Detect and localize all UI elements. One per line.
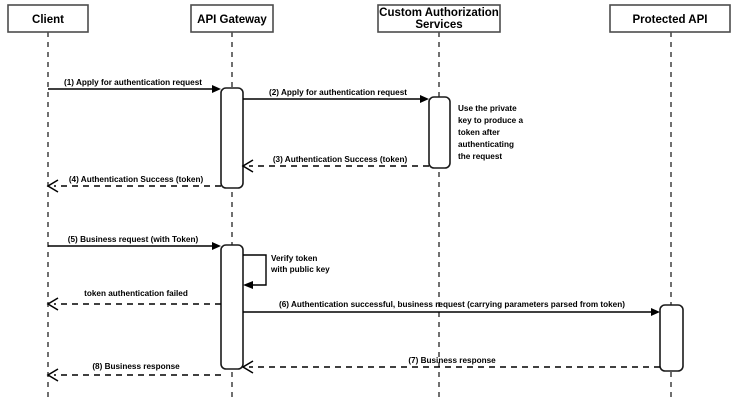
message-5-arrowhead — [212, 242, 221, 250]
actor-box-api-gateway[interactable] — [190, 4, 274, 33]
message-5[interactable]: (5) Business request (with Token) — [48, 235, 221, 250]
message-5-label: (5) Business request (with Token) — [68, 235, 199, 244]
message-6-arrowhead — [651, 308, 660, 316]
actor-header-protected-api[interactable]: Protected API — [609, 4, 731, 33]
message-7-arrowhead — [241, 360, 254, 374]
message-2-label: (2) Apply for authentication request — [269, 88, 407, 97]
actor-label-custom-authorization-services-line1: Custom Authorization — [379, 7, 499, 19]
actor-header-client[interactable]: Client — [7, 4, 89, 33]
self-message-verify-token[interactable]: Verify token with public key — [243, 254, 330, 289]
self-message-verify-token-line — [243, 254, 267, 286]
actor-header-api-gateway[interactable]: API Gateway — [190, 4, 274, 33]
note-private-key-line-4: authenticating — [458, 140, 514, 149]
note-private-key-line-3: token after — [458, 128, 501, 137]
self-message-verify-token-label-line1: Verify token — [271, 254, 317, 263]
actor-header-custom-authorization-services[interactable]: Custom Authorization Services — [377, 4, 501, 33]
activation-bar-api-gateway-business[interactable] — [220, 244, 244, 370]
message-3-arrowhead — [241, 159, 254, 173]
message-3-label: (3) Authentication Success (token) — [273, 155, 408, 164]
message-8[interactable]: (8) Business response — [46, 362, 221, 382]
message-3[interactable]: (3) Authentication Success (token) — [241, 155, 429, 173]
activation-bar-custom-authorization-services[interactable] — [428, 96, 451, 169]
message-7[interactable]: (7) Business response — [241, 356, 660, 374]
actor-label-client: Client — [32, 14, 64, 26]
self-message-verify-token-label-line2: with public key — [270, 265, 330, 274]
message-4[interactable]: (4) Authentication Success (token) — [46, 175, 221, 193]
message-8-arrowhead — [46, 368, 59, 382]
note-private-key-line-5: the request — [458, 152, 502, 161]
note-private-key-line-2: key to produce a — [458, 116, 524, 125]
activations-group — [220, 87, 684, 372]
message-6[interactable]: (6) Authentication successful, business … — [243, 300, 660, 316]
activation-bar-protected-api[interactable] — [659, 304, 684, 372]
message-1[interactable]: (1) Apply for authentication request — [48, 78, 221, 93]
self-message-verify-token-arrowhead — [243, 281, 253, 289]
message-4-arrowhead — [46, 179, 59, 193]
activation-bar-api-gateway-auth[interactable] — [220, 87, 244, 189]
message-token-authentication-failed[interactable]: token authentication failed — [46, 289, 221, 311]
actor-box-custom-authorization-services[interactable] — [377, 4, 501, 33]
message-1-arrowhead — [212, 85, 221, 93]
message-6-label: (6) Authentication successful, business … — [279, 300, 625, 309]
message-token-authentication-failed-label: token authentication failed — [84, 289, 188, 298]
actor-label-api-gateway: API Gateway — [197, 14, 267, 26]
message-1-label: (1) Apply for authentication request — [64, 78, 202, 87]
note-private-key-line-1: Use the private — [458, 104, 517, 113]
actor-label-protected-api: Protected API — [633, 14, 708, 26]
message-4-label: (4) Authentication Success (token) — [69, 175, 204, 184]
actor-box-protected-api[interactable] — [609, 4, 731, 33]
message-2[interactable]: (2) Apply for authentication request — [243, 88, 429, 103]
note-private-key: Use the private key to produce a token a… — [458, 104, 524, 161]
actor-box-client[interactable] — [7, 4, 89, 33]
message-2-arrowhead — [420, 95, 429, 103]
actor-label-custom-authorization-services-line2: Services — [415, 19, 462, 31]
message-token-authentication-failed-arrowhead — [46, 297, 59, 311]
message-7-label: (7) Business response — [408, 356, 496, 365]
message-8-label: (8) Business response — [92, 362, 180, 371]
